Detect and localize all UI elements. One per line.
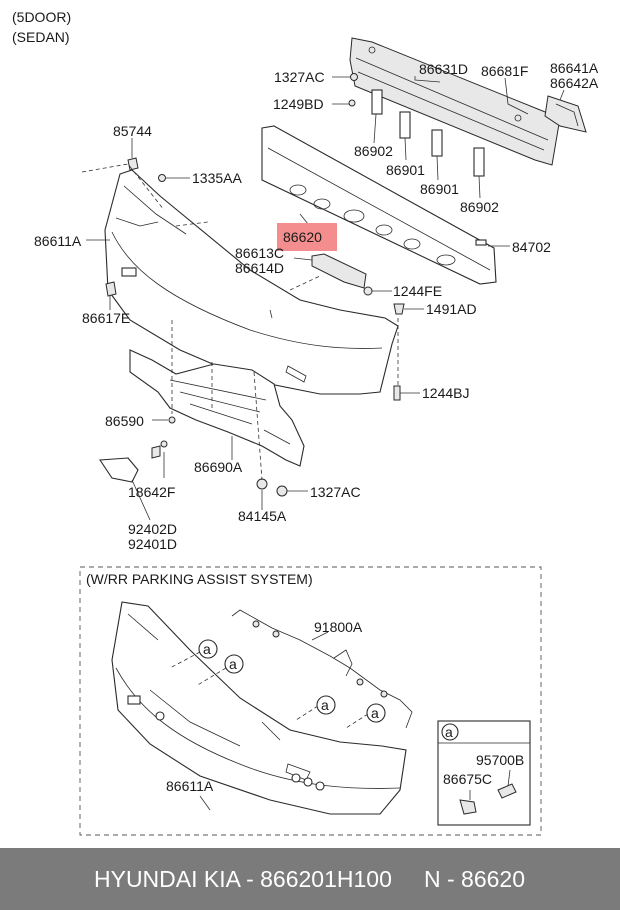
sensor-holes — [155, 711, 325, 791]
leader-lines — [81, 76, 565, 521]
clip-85744 — [127, 157, 139, 171]
bracket-86613c-drawing — [311, 253, 367, 289]
inset-leaders — [169, 631, 369, 811]
clip-84702 — [475, 239, 487, 246]
label-86901-a: 86901 — [386, 162, 425, 178]
label-86620: 86620 — [283, 229, 322, 245]
label-86631d: 86631D — [419, 61, 468, 77]
plug-86617e — [105, 281, 117, 297]
label-91800a: 91800A — [314, 619, 363, 635]
header-5door: (5DOOR) — [12, 9, 71, 25]
harness-clip-1 — [252, 620, 260, 628]
legend-letter: a — [445, 724, 453, 740]
footer-bar: HYUNDAI KIA - 866201H100 N - 86620 — [0, 848, 620, 910]
callout-a-2: a — [224, 654, 244, 674]
energy-absorber-drawing — [261, 125, 497, 285]
clip-84145a — [256, 478, 268, 490]
label-86611a-top: 86611A — [34, 233, 82, 249]
inset-bumper-drawing — [111, 601, 407, 815]
label-86901-b: 86901 — [420, 181, 459, 197]
label-86617e: 86617E — [82, 310, 130, 326]
under-cover-drawing — [129, 349, 305, 467]
label-1249bd: 1249BD — [273, 96, 324, 112]
label-1491ad: 1491AD — [426, 301, 477, 317]
label-86641a: 86641A — [550, 60, 599, 76]
bolt-1335aa — [158, 174, 166, 182]
rod-drawing — [505, 85, 529, 115]
nut-1327ac-top — [350, 73, 358, 81]
svg-text:a: a — [371, 705, 379, 721]
harness-clip-2 — [272, 630, 280, 638]
svg-text:a: a — [203, 641, 211, 657]
bulb-18642f — [160, 440, 168, 448]
label-86675c: 86675C — [443, 771, 492, 787]
socket-18642f — [151, 445, 161, 459]
label-86590: 86590 — [105, 413, 144, 429]
label-1335aa: 1335AA — [192, 170, 242, 186]
bolt-1244bj — [393, 385, 401, 401]
side-bracket-drawing — [544, 95, 587, 133]
harness-clip-4 — [380, 690, 388, 698]
highlight-86620 — [277, 223, 337, 251]
harness-branch — [333, 649, 353, 677]
callout-a-1: a — [198, 639, 218, 659]
svg-text:a: a — [229, 656, 237, 672]
clip-1491ad — [393, 303, 405, 315]
label-1244fe: 1244FE — [393, 283, 442, 299]
label-86642a: 86642A — [550, 75, 599, 91]
footer-part-number: HYUNDAI KIA - 866201H100 — [94, 866, 392, 892]
sensor-legend-box: a 95700B 86675C — [437, 720, 531, 826]
svg-text:a: a — [321, 697, 329, 713]
bolt-1249bd — [348, 99, 356, 107]
wiring-harness-drawing — [231, 609, 413, 729]
label-95700b: 95700B — [476, 752, 524, 768]
label-85744: 85744 — [113, 123, 152, 139]
inset-title: (W/RR PARKING ASSIST SYSTEM) — [86, 571, 313, 587]
label-18642f: 18642F — [128, 484, 175, 500]
callout-a-4: a — [366, 703, 386, 723]
parking-assist-inset — [79, 566, 542, 836]
holder-86675c — [459, 799, 477, 815]
label-86902-b: 86902 — [460, 199, 499, 215]
label-92401d: 92401D — [128, 536, 177, 552]
label-86902-a: 86902 — [354, 143, 393, 159]
sensor-95700b — [497, 783, 517, 799]
callout-a-3: a — [316, 695, 336, 715]
label-92402d: 92402D — [128, 521, 177, 537]
footer-reference: N - 86620 — [424, 866, 526, 892]
label-86613c: 86613C — [235, 245, 284, 261]
label-86681f: 86681F — [481, 63, 528, 79]
label-1244bj: 1244BJ — [422, 385, 469, 401]
bumper-beam-drawing — [349, 37, 561, 177]
nut-1327ac-bot — [276, 485, 288, 497]
label-86690a: 86690A — [194, 459, 243, 475]
label-84145a: 84145A — [238, 508, 287, 524]
label-84702: 84702 — [512, 239, 551, 255]
header-sedan: (SEDAN) — [12, 29, 70, 45]
reflector-drawing — [99, 457, 139, 483]
harness-clip-3 — [356, 678, 364, 686]
label-86611a-inset: 86611A — [166, 778, 214, 794]
fastener-86590 — [168, 416, 176, 424]
label-1327ac-top: 1327AC — [274, 69, 325, 85]
screw-1244fe — [363, 286, 373, 296]
label-1327ac-bot: 1327AC — [310, 484, 361, 500]
label-86614d: 86614D — [235, 260, 284, 276]
